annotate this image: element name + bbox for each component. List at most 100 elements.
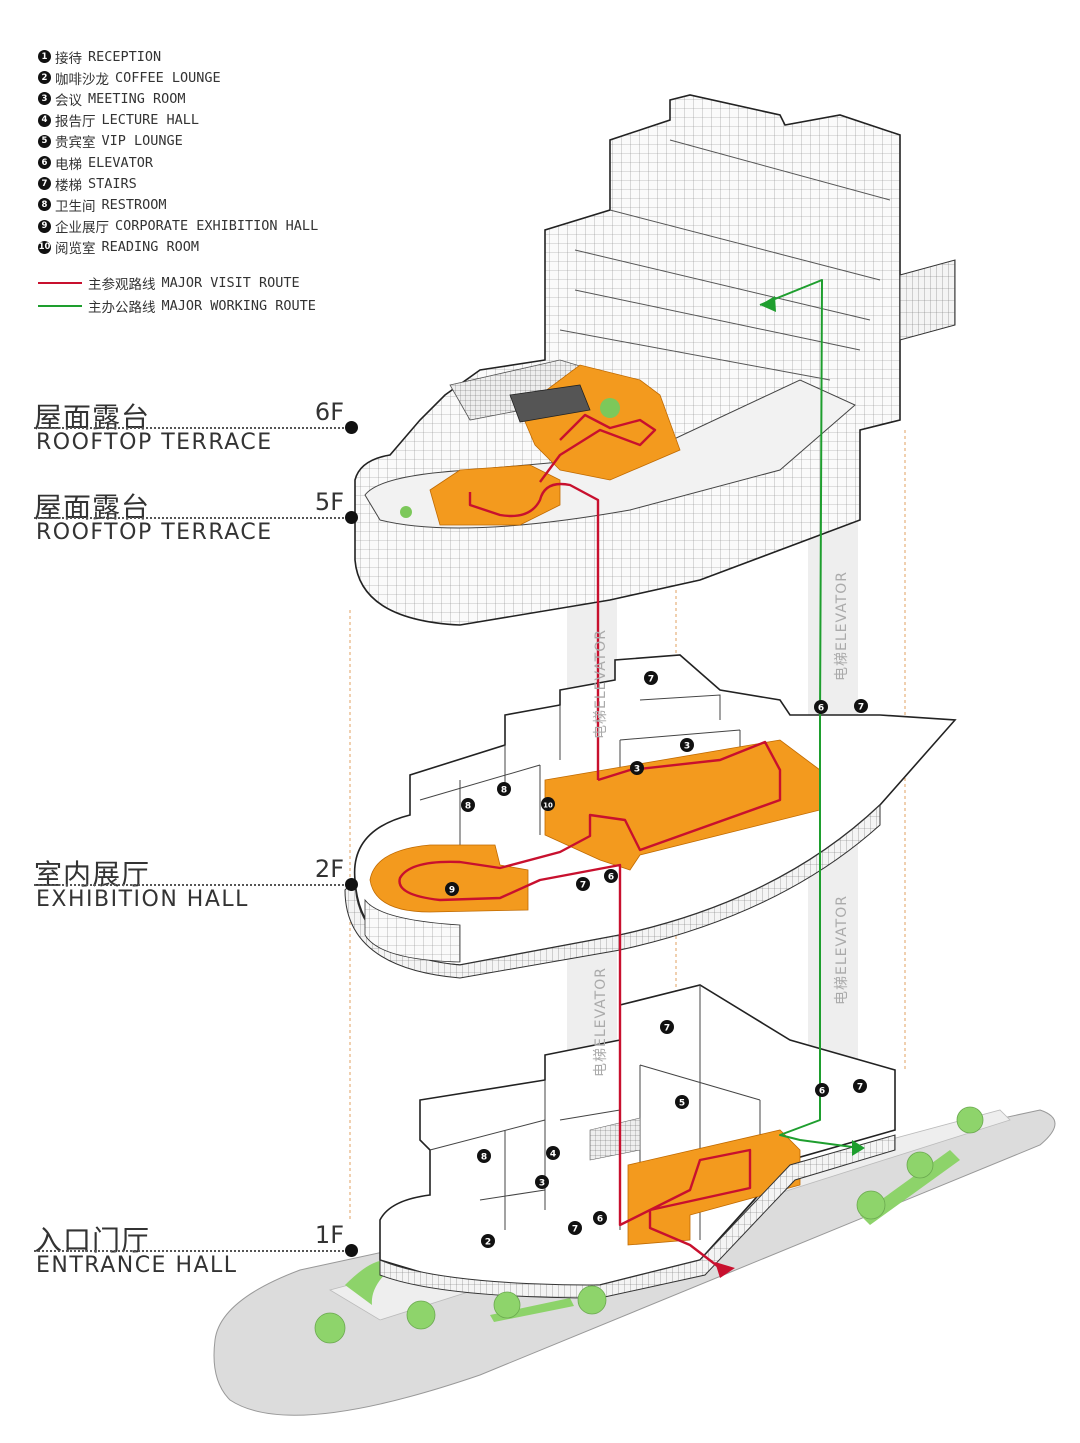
room-marker-number: 6 <box>819 1087 825 1097</box>
floor-2f-highlight-exhibition <box>369 844 529 913</box>
working-route-path <box>759 279 861 1149</box>
room-marker-f2-3b: 3 <box>630 761 644 775</box>
room-marker-number: 7 <box>858 703 864 713</box>
room-marker-number: 6 <box>597 1215 603 1225</box>
legend-route-zh: 主参观路线 <box>88 277 156 294</box>
room-marker-number: 3 <box>684 742 690 752</box>
room-marker-number: 7 <box>857 1083 863 1093</box>
floor-1f-num: 1F <box>314 1221 344 1249</box>
floor-6f-en: ROOFTOP TERRACE <box>36 430 273 455</box>
floor-5f-num: 5F <box>314 488 344 516</box>
floor-6f-num: 6F <box>314 398 344 426</box>
floor-5f-rule <box>34 517 344 519</box>
room-marker-f1-5: 5 <box>675 1095 689 1109</box>
room-marker-number: 6 <box>818 704 824 714</box>
floor-6f-rule <box>34 427 344 429</box>
room-marker-f2-8b: 8 <box>497 782 511 796</box>
room-marker-number: 9 <box>449 886 455 896</box>
floor-2f-en: EXHIBITION HALL <box>36 887 249 912</box>
floor-5f-en: ROOFTOP TERRACE <box>36 520 273 545</box>
floor-6f-dot <box>345 421 358 434</box>
legend-number-badge: 2 <box>38 71 51 85</box>
room-marker-f1-6a: 6 <box>593 1211 607 1225</box>
room-marker-f1-6b: 6 <box>815 1083 829 1097</box>
legend-item-zh: 报告厅 <box>55 114 96 131</box>
working-route <box>759 279 865 1156</box>
floor-1f-dot <box>345 1244 358 1257</box>
floor-5f-dot <box>345 511 358 524</box>
room-marker-f2-9: 9 <box>445 882 459 896</box>
legend-item-en: CORPORATE EXHIBITION HALL <box>115 218 319 235</box>
legend-item-zh: 阅览室 <box>55 241 96 258</box>
elevator-label-right-top: 电梯ELEVATOR <box>833 571 850 681</box>
floor-1f-en: ENTRANCE HALL <box>36 1253 238 1278</box>
legend-item-en: RECEPTION <box>88 48 162 65</box>
floor-1f-facade <box>379 1134 896 1299</box>
elevator-label-right-bottom: 电梯ELEVATOR <box>833 895 850 1005</box>
room-marker-number: 4 <box>550 1150 556 1160</box>
floor-2f-highlight-main <box>544 739 821 871</box>
room-marker-f1-4: 4 <box>546 1146 560 1160</box>
legend-item-en: RESTROOM <box>101 196 167 213</box>
floor-1f-drawing <box>213 984 1056 1416</box>
floor-5f-highlight <box>429 464 561 526</box>
legend-item-en: LECTURE HALL <box>101 112 200 129</box>
legend-number-badge: 10 <box>38 240 51 254</box>
room-marker-number: 3 <box>539 1179 545 1189</box>
rooftop-tree <box>600 398 620 418</box>
room-marker-number: 7 <box>648 675 654 685</box>
legend-item-zh: 贵宾室 <box>55 135 96 152</box>
elevator-shaft-right-top <box>808 520 858 720</box>
lecture-hall-seating <box>589 1117 641 1161</box>
floor-2f-drawing <box>344 654 957 979</box>
legend-number-badge: 5 <box>38 134 51 148</box>
room-marker-f1-3: 3 <box>535 1175 549 1189</box>
room-marker-f2-8a: 8 <box>461 798 475 812</box>
room-marker-number: 7 <box>580 881 586 891</box>
room-marker-f2-6a: 6 <box>604 869 618 883</box>
floor-upper-drawing <box>354 94 956 626</box>
legend-item-zh: 楼梯 <box>55 177 82 194</box>
legend-item-en: VIP LOUNGE <box>101 133 183 150</box>
room-marker-number: 6 <box>608 873 614 883</box>
room-marker-number: 8 <box>501 786 507 796</box>
floor-2f-facade-front <box>364 898 461 963</box>
legend-item-en: STAIRS <box>88 175 137 192</box>
elevator-label-left-bottom: 电梯ELEVATOR <box>592 967 609 1077</box>
legend-item-zh: 卫生间 <box>55 198 96 215</box>
room-marker-number: 8 <box>465 802 471 812</box>
legend-route-zh: 主办公路线 <box>88 300 156 317</box>
room-marker-f1-8: 8 <box>477 1149 491 1163</box>
room-marker-f1-2: 2 <box>481 1234 495 1248</box>
floor-2f-num: 2F <box>314 855 344 883</box>
legend-route-1: 主办公路线 MAJOR WORKING ROUTE <box>38 295 368 318</box>
legend-route-en: MAJOR WORKING ROUTE <box>161 298 316 315</box>
room-marker-f2-10: 10 <box>541 797 555 811</box>
legend-number-badge: 3 <box>38 92 51 106</box>
room-marker-number: 10 <box>543 802 553 810</box>
rooftop-tree-small <box>400 506 412 518</box>
legend-item-zh: 咖啡沙龙 <box>55 71 109 88</box>
legend-item-zh: 企业展厅 <box>55 220 109 237</box>
legend-route-swatch <box>38 282 82 285</box>
room-marker-number: 2 <box>485 1238 491 1248</box>
legend-number-badge: 4 <box>38 113 51 127</box>
room-marker-f1-7b: 7 <box>853 1079 867 1093</box>
visit-route-2f <box>398 740 782 950</box>
visit-route-arrow <box>715 1262 735 1278</box>
floor-1f-rule <box>34 1250 344 1252</box>
elevator-label-left-top: 电梯ELEVATOR <box>592 629 609 739</box>
visit-route-1f <box>618 950 752 1269</box>
legend-item-5: 5 贵宾室 VIP LOUNGE <box>38 131 368 152</box>
working-route-arrow-bottom <box>852 1140 865 1156</box>
room-marker-f1-7c: 7 <box>568 1221 582 1235</box>
legend-number-badge: 1 <box>38 50 51 64</box>
